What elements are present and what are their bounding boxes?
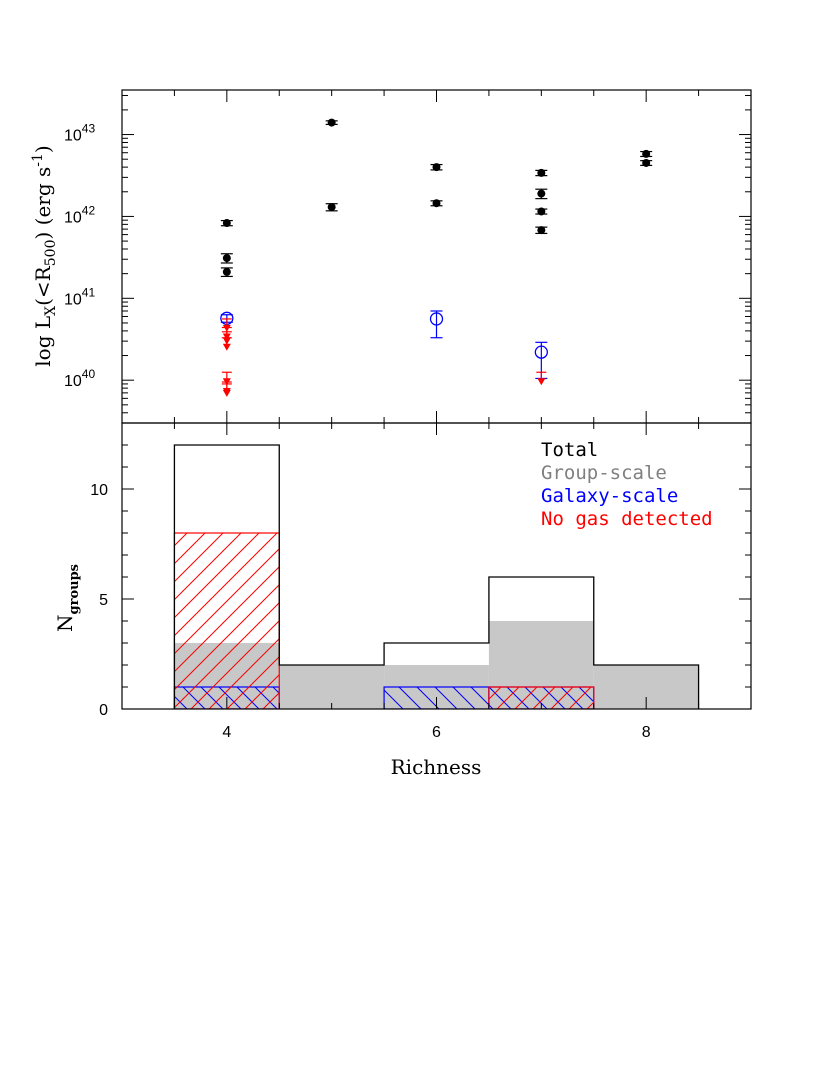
top-y-axis-label: log LX(<R500) (erg s-1) [30,145,59,366]
bottom-x-tick-label: 8 [642,724,651,741]
top-y-tick-label: 1043 [64,122,95,145]
group-scale-point [220,267,233,278]
top-y-tick-label: 1042 [64,203,95,226]
group-scale-point [220,253,233,264]
bottom-y-tick-label: 10 [90,482,108,499]
bottom-x-axis-label: Richness [391,755,482,779]
top-panel: 1040 1041 1042 1043 log LX(<R500) (erg s-1) [30,89,752,424]
legend-entry: Total [541,439,598,461]
galaxy-scale-point [429,310,444,339]
top-frame [121,89,752,424]
top-y-tick-labels: 1040 1041 1042 1043 [64,122,95,391]
legend-entry: Group-scale [541,462,667,484]
total-histogram [173,444,700,709]
group-scale-point [535,188,548,200]
group-scale-point [640,158,653,167]
upper-limit-arrow [221,383,232,397]
legend-entry: Galaxy-scale [541,485,678,507]
bottom-y-tick-label: 5 [99,592,108,609]
group-scale-point [535,168,548,177]
no-gas-bar [173,532,280,709]
upper-limit-arrow [536,371,547,386]
bottom-x-tick-label: 6 [432,724,441,741]
upper-limit-arrow [221,337,232,351]
bottom-frame [121,422,752,710]
bottom-ticks [122,422,751,710]
legend-entry: No gas detected [541,508,713,530]
bottom-y-tick-labels: 0 5 10 [90,482,108,719]
group-scale-point [535,226,548,235]
group-scale-point [325,118,338,127]
top-points [220,118,653,397]
top-ticks [122,90,751,424]
bottom-y-tick-label: 0 [99,702,108,719]
group-scale-point [220,219,233,228]
top-y-tick-label: 1040 [64,367,95,390]
bottom-x-tick-labels: 4 6 8 [222,724,650,741]
bottom-y-axis-label: Ngroups [53,564,82,632]
bottom-panel: 0 5 10 4 6 8 Richness Ngroups TotalGroup-sca… [53,422,752,779]
group-scale-point [325,203,338,212]
group-scale-point [430,199,443,208]
group-scale-bar [279,665,385,709]
group-scale-point [535,207,548,216]
bottom-x-tick-label: 4 [222,724,231,741]
group-scale-point [640,149,653,158]
group-scale-point [430,163,443,172]
top-y-tick-label: 1041 [64,285,95,308]
no-gas-bar [488,686,595,709]
